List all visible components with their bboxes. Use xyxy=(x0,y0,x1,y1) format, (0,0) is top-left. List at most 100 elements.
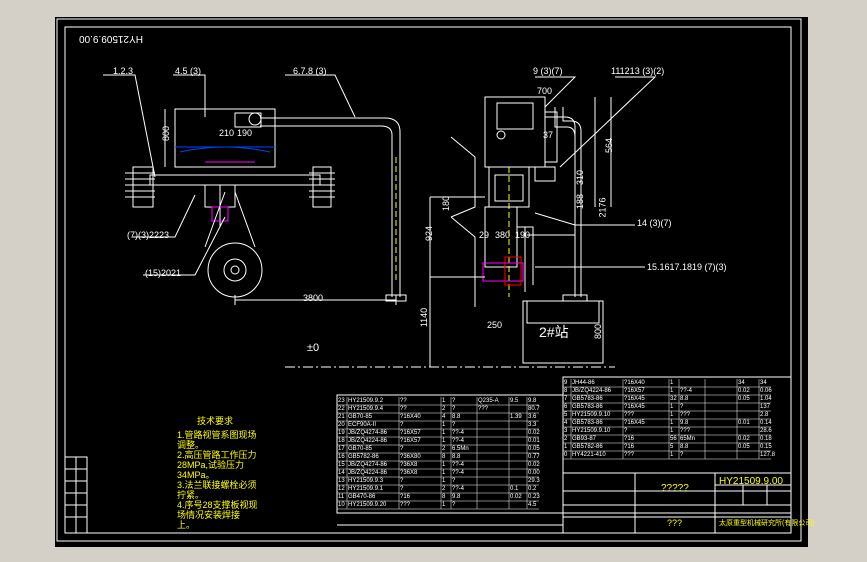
dimension: 564 xyxy=(604,137,615,154)
dimension: 380 xyxy=(495,230,511,240)
bom-cell: GB70-85 xyxy=(348,414,373,420)
tech-requirement-line: 3.法兰联接螺栓必须 xyxy=(177,480,257,490)
dimension: 3800 xyxy=(303,293,324,303)
dimension: 210 xyxy=(219,128,235,138)
bom-cell: 3 xyxy=(564,428,568,434)
bom-cell: 0.01 xyxy=(738,420,750,426)
dimension: 310 xyxy=(575,169,586,186)
bom-cell: 0.1 xyxy=(510,486,519,492)
bom-cell: ??-4 xyxy=(452,438,465,444)
dimension: 2176 xyxy=(597,197,608,218)
bom-cell: 1 xyxy=(670,452,674,458)
bom-cell: HY21509.9.4 xyxy=(348,406,384,412)
bom-cell: 0.14 xyxy=(760,420,772,426)
bom-cell: 8.8 xyxy=(452,454,461,460)
bom-cell: GB5783-86 xyxy=(572,404,603,410)
bom-cell: 1 xyxy=(442,470,446,476)
bom-cell: ECF90A-II xyxy=(348,422,377,428)
bom-cell: JB/ZQ4224-86 xyxy=(572,388,612,394)
bom-cell: 9.8 xyxy=(452,494,461,500)
bom-cell: 3.6 xyxy=(528,414,537,420)
bom-cell: 0.05 xyxy=(738,444,750,450)
bom-cell: 8 xyxy=(442,454,446,460)
bom-cell: 4.5 xyxy=(528,502,537,508)
leader-label: (7)(3)2223 xyxy=(127,230,170,240)
bom-cell: ? xyxy=(452,502,456,508)
bom-cell: 9 xyxy=(564,380,568,386)
bom-cell: 1 xyxy=(442,398,446,404)
bom-cell: 5 xyxy=(670,444,674,450)
bom-cell: 10 xyxy=(338,502,345,508)
bom-cell: ?16X40 xyxy=(624,380,645,386)
dimension: 800 xyxy=(161,125,172,142)
bom-cell: 4 xyxy=(442,414,446,420)
bom-cell: ??-4 xyxy=(452,470,465,476)
bom-cell: ? xyxy=(452,406,456,412)
cad-drawing-viewport[interactable]: HY21509.9.00 1.2.3 4.5 (3) 6.7.8 (3) 9 (… xyxy=(55,17,815,547)
station-label: 2#站 xyxy=(539,324,569,340)
bom-cell: 0.02 xyxy=(738,388,750,394)
bom-cell: ? xyxy=(452,398,456,404)
dimension: 29 xyxy=(479,230,490,240)
tech-requirement-line: 34MPa。 xyxy=(177,470,215,480)
bom-cell: ?? xyxy=(400,398,407,404)
bom-cell: ??-4 xyxy=(452,462,465,468)
bom-cell: 9.8 xyxy=(528,398,537,404)
bom-cell: HY21509.9.3 xyxy=(348,478,384,484)
leader-label: 15.1617.1819 (7)(3) xyxy=(647,262,727,272)
bom-cell: 34 xyxy=(738,380,745,386)
bom-cell: 21 xyxy=(338,414,345,420)
bom-cell: ? xyxy=(624,428,628,434)
bom-cell: ??-4 xyxy=(680,388,693,394)
bom-cell: 11 xyxy=(338,494,345,500)
bom-cell: ?16X57 xyxy=(400,430,421,436)
bom-cell: 8 xyxy=(442,494,446,500)
bom-cell: 6 xyxy=(564,404,568,410)
bom-cell: ? xyxy=(400,446,404,452)
bom-cell: 0.01 xyxy=(528,438,540,444)
bom-cell: Q235-A xyxy=(478,398,499,404)
bom-cell: ?16X57 xyxy=(400,438,421,444)
bom-cell: HY21509.9.10 xyxy=(572,412,611,418)
bom-cell: JB/ZQ4274-86 xyxy=(348,430,388,436)
bom-cell: 9.5 xyxy=(510,398,519,404)
title-block-company: 太原重型机械研究所(有限公司) xyxy=(719,520,815,527)
bom-cell: 15 xyxy=(338,462,345,468)
bom-cell: ?36X80 xyxy=(400,454,421,460)
bom-cell: 14 xyxy=(338,470,345,476)
bom-cell: 0.23 xyxy=(528,494,540,500)
dimension: 800 xyxy=(593,323,604,340)
bom-cell: 0.02 xyxy=(738,436,750,442)
bom-cell: HY4221-410 xyxy=(572,452,606,458)
dimension: 180 xyxy=(441,195,452,212)
dimension: 700 xyxy=(537,86,553,96)
bom-cell: 0.02 xyxy=(528,462,540,468)
bom-cell: ? xyxy=(400,422,404,428)
drawing-code-mirrored: HY21509.9.00 xyxy=(79,33,143,44)
tech-requirement-line: 2.高压管路工作压力 xyxy=(177,450,257,460)
dimension: 250 xyxy=(487,320,503,330)
bom-cell: 3.3 xyxy=(528,422,537,428)
bom-cell: 1 xyxy=(442,422,446,428)
bom-cell: ?16X57 xyxy=(624,388,645,394)
bom-cell: 2 xyxy=(442,446,446,452)
bom-cell: GB5782-86 xyxy=(348,454,379,460)
dimension: 188 xyxy=(575,193,586,210)
bom-cell: 1 xyxy=(670,412,674,418)
title-block-code: HY21509.9.00 xyxy=(719,476,783,487)
bom-cell: ??? xyxy=(680,428,691,434)
leader-label: 1.2.3 xyxy=(113,66,134,76)
bom-cell: 12 xyxy=(338,486,345,492)
bom-cell: 2 xyxy=(442,406,446,412)
bom-cell: 8.8 xyxy=(680,396,689,402)
tech-requirements-title: 技术要求 xyxy=(197,416,234,426)
bom-cell: 1 xyxy=(442,478,446,484)
bom-cell: 1 xyxy=(670,420,674,426)
bom-cell: GB5782-86 xyxy=(572,444,603,450)
leader-label: 6.7.8 (3) xyxy=(293,66,327,76)
bom-cell: ?16X40 xyxy=(400,414,421,420)
bom-cell: 80.7 xyxy=(528,406,540,412)
bom-cell: 1 xyxy=(442,438,446,444)
bom-cell: ??? xyxy=(680,412,691,418)
bom-cell: 8.8 xyxy=(680,444,689,450)
